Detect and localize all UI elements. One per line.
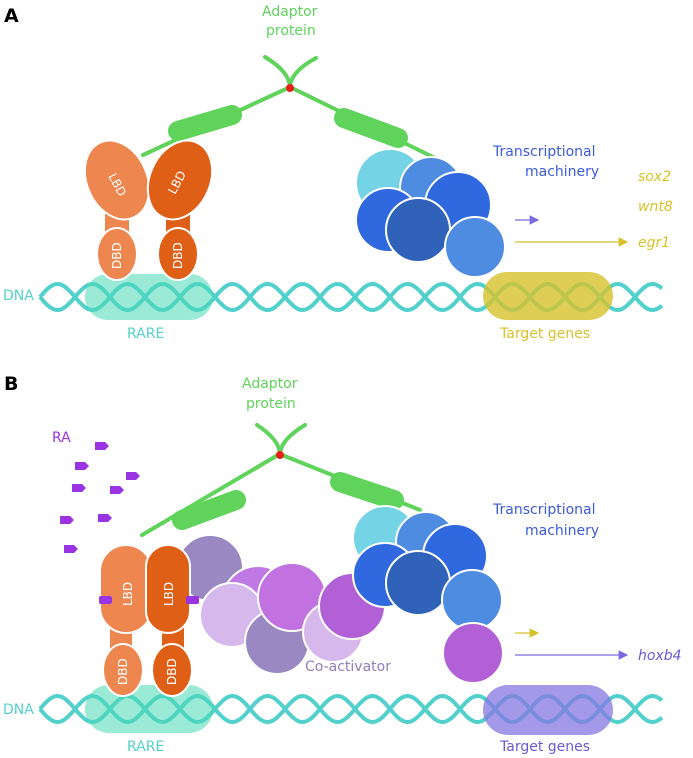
rare-label-b: RARE (127, 739, 164, 755)
panel-b-letter: B (4, 373, 18, 395)
rare-element-b (85, 685, 213, 733)
dbd-label-a-right: DBD (171, 242, 185, 269)
ra-molecule (75, 462, 89, 470)
transcriptional-machinery-a (355, 148, 506, 278)
dna-label-b: DNA (3, 702, 34, 718)
adaptor-protein-b (140, 423, 422, 537)
ra-molecule (110, 486, 124, 494)
coactivator-complex (176, 534, 386, 675)
ra-molecule (60, 516, 74, 524)
adaptor-junction-a (286, 84, 294, 92)
machinery-label-a-1: Transcriptional (492, 144, 596, 160)
adaptor-label-a-2: protein (266, 23, 316, 39)
machinery-label-a-2: machinery (525, 164, 599, 180)
lbd-label-b-right: LBD (162, 582, 176, 606)
coactivator-label: Co-activator (305, 659, 391, 675)
dbd-label-b-right: DBD (165, 658, 179, 685)
gene-wnt8: wnt8 (638, 199, 673, 215)
ra-molecule (72, 484, 86, 492)
target-genes-box-b (483, 685, 613, 735)
gene-egr1: egr1 (638, 235, 670, 251)
ra-molecule (126, 472, 140, 480)
adaptor-junction-b (276, 451, 284, 459)
transcriptional-machinery-b (352, 505, 504, 684)
dna-label-a: DNA (3, 288, 34, 304)
panel-a-letter: A (4, 5, 19, 27)
target-genes-label-a: Target genes (499, 326, 590, 342)
machinery-label-b-1: Transcriptional (492, 502, 596, 518)
adaptor-label-a-1: Adaptor (262, 4, 318, 20)
ra-molecules (60, 442, 140, 553)
ra-molecule (95, 442, 109, 450)
panel-b: B DNA RARE Target genes RA Adaptor prote… (3, 373, 682, 755)
gene-hoxb4: hoxb4 (638, 648, 682, 664)
receptor-dimer-a: LBD LBD DBD DBD (83, 139, 214, 281)
receptor-dimer-b: LBD LBD DBD DBD (99, 544, 199, 697)
target-genes-box-a (483, 272, 613, 320)
dbd-label-b-left: DBD (116, 658, 130, 685)
ra-molecule (98, 514, 112, 522)
panel-a: A DNA RARE Target genes Adaptor protein (3, 4, 673, 342)
adaptor-label-b-1: Adaptor (242, 376, 298, 392)
ra-molecule (64, 545, 78, 553)
rare-label-a: RARE (127, 326, 164, 342)
dbd-label-a-left: DBD (110, 242, 124, 269)
lbd-label-b-left: LBD (121, 582, 135, 606)
ra-label: RA (52, 430, 71, 446)
machinery-label-b-2: machinery (525, 523, 599, 539)
adaptor-protein-a (141, 55, 437, 160)
target-genes-label-b: Target genes (499, 739, 590, 755)
adaptor-label-b-2: protein (246, 396, 296, 412)
rare-element-a (85, 274, 213, 320)
gene-sox2: sox2 (638, 169, 671, 185)
